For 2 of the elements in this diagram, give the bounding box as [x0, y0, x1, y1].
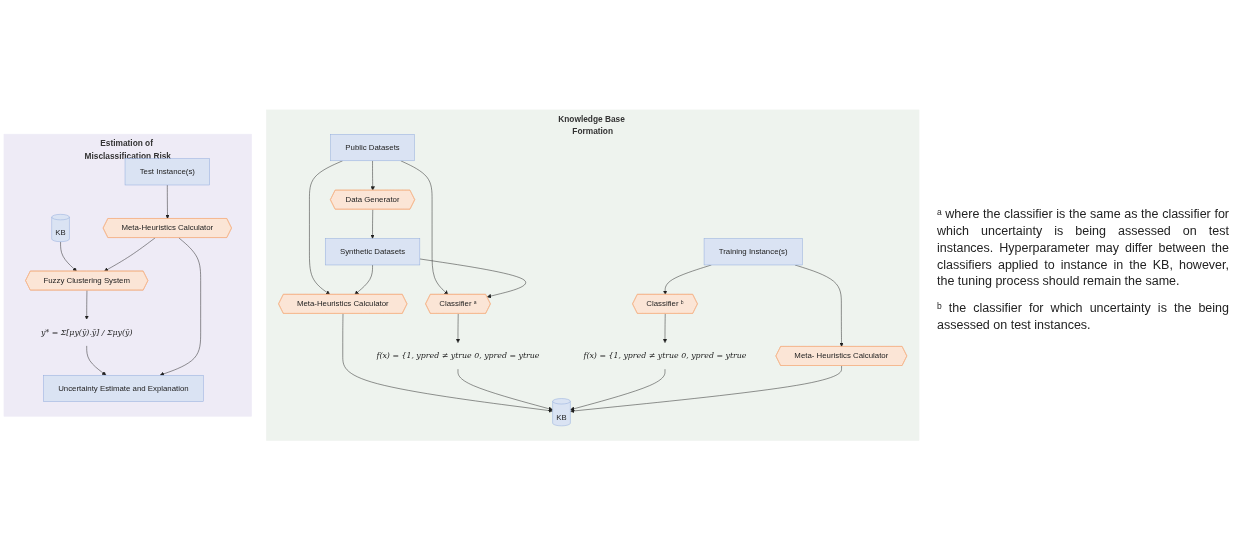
footnote: ᵃ where the classifier is the same as the classifier for which uncertainty is being assessed on test instances. Hyperparameter may differ between the classifiers applied to instance in the KB, however, the tuning process should remain the same.	[937, 205, 1229, 291]
footnote: ᵇ the classifier for which uncertainty is the being assessed on test instances.	[937, 300, 1229, 335]
